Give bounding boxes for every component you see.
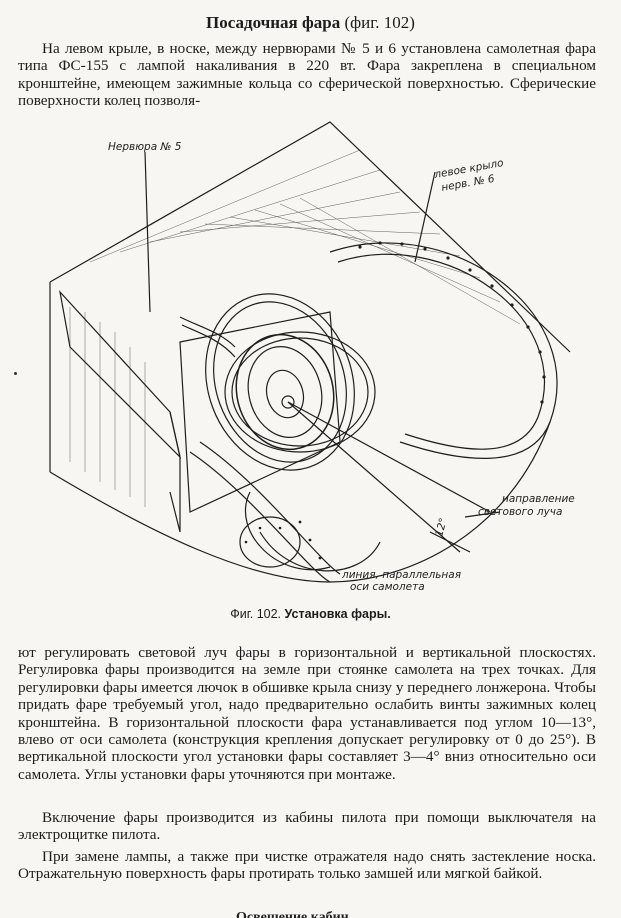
next-section-heading-fragment: Освещение кабин xyxy=(236,910,349,918)
label-axis-1: линия, параллельная xyxy=(341,569,461,581)
label-angle: 12° xyxy=(433,517,449,538)
paragraph-adjustment: ют регулировать световой луч фары в гори… xyxy=(18,644,596,783)
section-fig-ref: (фиг. 102) xyxy=(344,13,415,32)
paragraph-lamp-replacement: При замене лампы, а также при чистке отр… xyxy=(18,848,596,883)
paragraph-switching: Включение фары производится из кабины пи… xyxy=(18,809,596,844)
label-axis-2: оси самолета xyxy=(350,581,425,592)
section-title: Посадочная фара xyxy=(206,13,341,32)
scan-speck xyxy=(14,372,17,375)
caption-label: Фиг. 102. xyxy=(230,607,282,621)
label-beam-2: светового луча xyxy=(478,506,562,518)
caption-text: Установка фары. xyxy=(284,607,391,621)
landing-light-illustration: Нервюра № 5 левое крыло нерв. № 6 направ… xyxy=(49,121,575,592)
label-beam-1: направление xyxy=(502,493,575,505)
label-rib-5: Нервюра № 5 xyxy=(108,141,182,153)
paragraph-intro: На левом крыле, в носке, между нервюрами… xyxy=(18,40,596,110)
section-heading: Посадочная фара (фиг. 102) xyxy=(0,13,621,33)
figure-caption: Фиг. 102. Установка фары. xyxy=(0,607,621,622)
